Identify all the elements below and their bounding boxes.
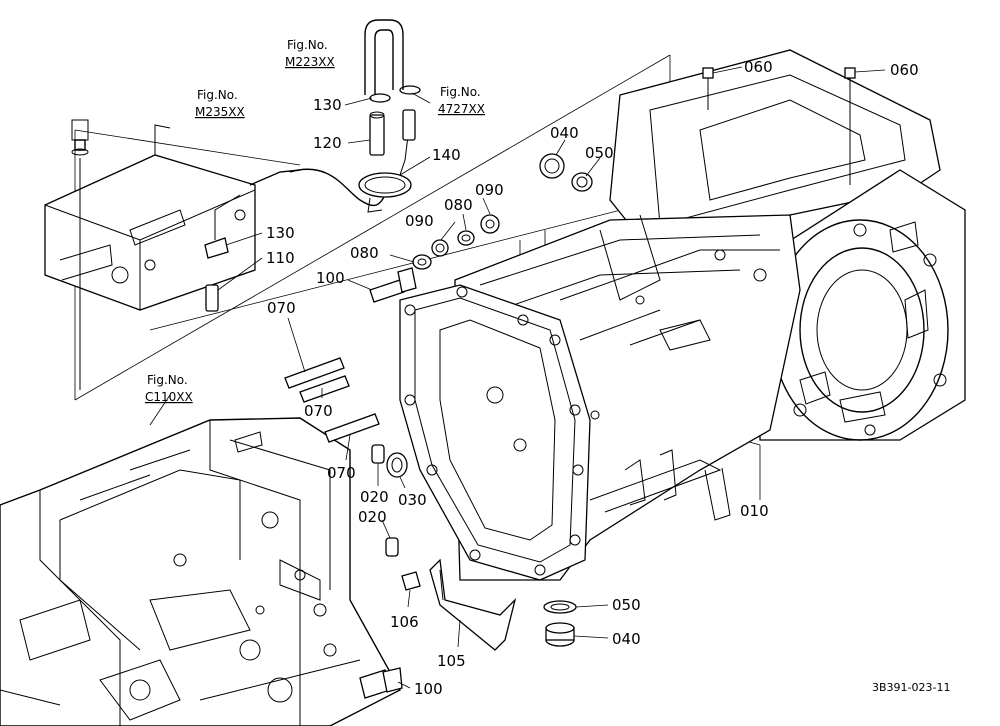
callout-080-right: 080 xyxy=(444,196,473,214)
callout-106: 106 xyxy=(390,613,419,631)
drawing-code: 3B391-023-11 xyxy=(872,681,950,694)
bolt-100-lower xyxy=(359,667,403,699)
callout-070-middle: 070 xyxy=(304,402,333,420)
plug-040-upper xyxy=(539,153,593,192)
callout-140: 140 xyxy=(432,146,461,164)
pins-020-seal-030 xyxy=(371,444,408,557)
callout-050-lower: 050 xyxy=(612,596,641,614)
fig-ref-c110-label: Fig.No. xyxy=(147,373,188,387)
callout-020-lower: 020 xyxy=(358,508,387,526)
fig-ref-c110: Fig.No. C110XX xyxy=(145,373,193,404)
plug-040-lower xyxy=(543,600,577,647)
callout-130-left: 130 xyxy=(266,224,295,242)
hose-assembly xyxy=(204,19,421,312)
callout-080-left: 080 xyxy=(350,244,379,262)
callout-100-lower: 100 xyxy=(414,680,443,698)
fig-ref-m235-code: M235XX xyxy=(195,105,245,119)
callout-090-right: 090 xyxy=(475,181,504,199)
callout-050-upper: 050 xyxy=(585,144,614,162)
callout-130-top: 130 xyxy=(313,96,342,114)
callout-060-left: 060 xyxy=(744,58,773,76)
callout-040-upper: 040 xyxy=(550,124,579,142)
washers-080-090 xyxy=(412,214,500,270)
fig-ref-m223-code: M223XX xyxy=(285,55,335,69)
studs-070 xyxy=(284,357,380,443)
callout-030: 030 xyxy=(398,491,427,509)
callout-070-bottom: 070 xyxy=(327,464,356,482)
callout-090-left: 090 xyxy=(405,212,434,230)
callout-110: 110 xyxy=(266,249,295,267)
battery-bracket-m235 xyxy=(44,119,301,390)
fig-ref-4727-label: Fig.No. xyxy=(440,85,481,99)
bracket-105 xyxy=(401,558,517,651)
callout-070-top: 070 xyxy=(267,299,296,317)
fig-ref-c110-code: C110XX xyxy=(145,390,193,404)
adjacent-housing-c110 xyxy=(0,417,401,726)
callout-020-upper: 020 xyxy=(360,488,389,506)
callout-060-right: 060 xyxy=(890,61,919,79)
callout-labels: 060 060 040 050 090 090 080 080 100 130 … xyxy=(266,58,919,698)
screws-060 xyxy=(702,67,856,185)
fig-ref-4727: Fig.No. 4727XX xyxy=(438,85,485,116)
bolt-100-upper xyxy=(369,267,417,303)
fig-ref-m235: Fig.No. M235XX xyxy=(195,88,245,119)
callout-105: 105 xyxy=(437,652,466,670)
fig-ref-4727-code: 4727XX xyxy=(438,102,485,116)
cover-plate-frame xyxy=(399,284,591,581)
callout-010: 010 xyxy=(740,502,769,520)
fig-ref-m223-label: Fig.No. xyxy=(287,38,328,52)
callout-100-upper: 100 xyxy=(316,269,345,287)
callout-040-lower: 040 xyxy=(612,630,641,648)
callout-120: 120 xyxy=(313,134,342,152)
fig-ref-m223: Fig.No. M223XX xyxy=(285,38,335,69)
leader-lines xyxy=(149,66,886,689)
fig-ref-m235-label: Fig.No. xyxy=(197,88,238,102)
